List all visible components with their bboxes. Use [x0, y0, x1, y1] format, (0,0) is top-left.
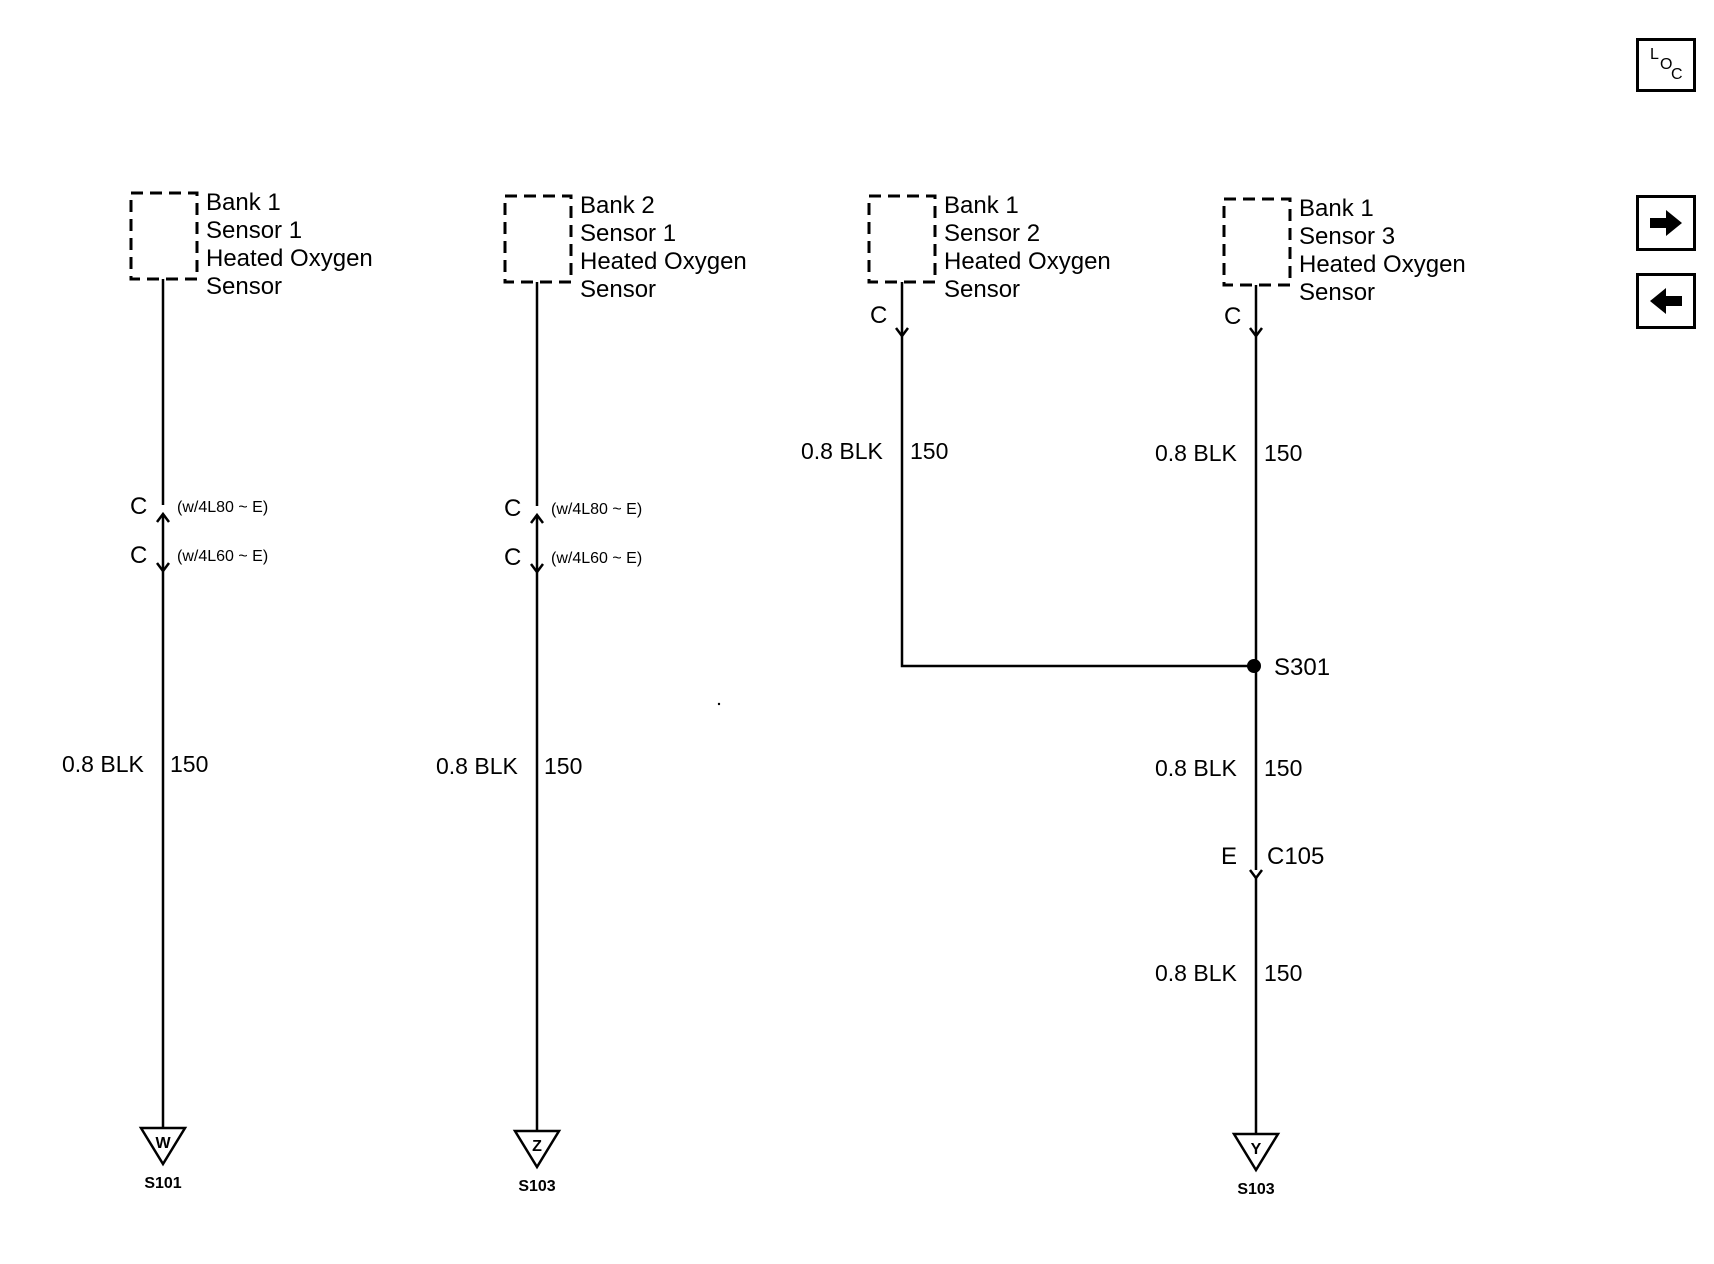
ground-w: W S101: [138, 1126, 188, 1192]
connector-option-label: (w/4L60 ~ E): [551, 550, 642, 567]
ground-id: S103: [1237, 1181, 1274, 1198]
splice-s301: S301: [1247, 654, 1330, 681]
connector-down-chevron: [1249, 869, 1263, 881]
sensor-label-line: Sensor 1: [580, 220, 676, 247]
connector-option-label: (w/4L60 ~ E): [177, 548, 268, 565]
connector-pin-label: C: [504, 495, 521, 522]
sensor-label-line: Sensor: [206, 273, 282, 300]
ground-z: Z S103: [512, 1129, 562, 1195]
connector-pin-label: C: [130, 493, 147, 520]
previous-page-button[interactable]: [1636, 273, 1696, 329]
sensor-box: [503, 194, 573, 284]
connector-pin-label: C: [1224, 303, 1241, 330]
wire-circuit-number: 150: [1264, 960, 1302, 986]
ground-y: Y S103: [1231, 1132, 1281, 1198]
wire-circuit-number: 150: [910, 438, 948, 464]
loc-letter-l: L: [1650, 46, 1659, 63]
connector-pin-label: C: [504, 544, 521, 571]
sensor-label-line: Bank 2: [580, 192, 655, 219]
connector-pin-label: E: [1221, 843, 1237, 870]
connector-pin-label: C: [870, 302, 887, 329]
connector-c: C: [1224, 285, 1263, 339]
sensor-b1s2: Bank 1 Sensor 2 Heated Oxygen Sensor: [867, 192, 1111, 303]
loc-icon: L O C: [1646, 45, 1686, 85]
stray-dot: [717, 702, 721, 706]
sensor-label-line: Sensor 1: [206, 217, 302, 244]
wire-segment: [900, 336, 1253, 668]
sensor-label-line: Heated Oxygen: [944, 248, 1111, 275]
sensor-label-line: Sensor: [580, 276, 656, 303]
ground-letter: Z: [532, 1138, 542, 1155]
ground-letter: Y: [1251, 1141, 1262, 1158]
loc-button[interactable]: L O C: [1636, 38, 1696, 92]
sensor-label-line: Heated Oxygen: [206, 245, 373, 272]
sensor-label-line: Sensor: [944, 276, 1020, 303]
sensor-box: [867, 194, 937, 284]
sensor-b2s1: Bank 2 Sensor 1 Heated Oxygen Sensor: [503, 192, 747, 303]
inline-connector-c: C (w/4L80 ~ E) C (w/4L60 ~ E): [504, 495, 642, 575]
wire-gauge-color: 0.8 BLK: [1155, 960, 1237, 986]
sensor-label-line: Sensor 2: [944, 220, 1040, 247]
ground-triangle: [138, 1126, 188, 1167]
sensor-b1s3: Bank 1 Sensor 3 Heated Oxygen Sensor: [1222, 195, 1466, 306]
connector-pin-label: C: [130, 542, 147, 569]
sensor-label-line: Bank 1: [944, 192, 1019, 219]
splice-dot: [1247, 659, 1261, 673]
wire-circuit-number: 150: [1264, 755, 1302, 781]
sensor-label-line: Sensor 3: [1299, 223, 1395, 250]
loc-letter-o: O: [1660, 56, 1673, 73]
sensor-label-line: Sensor: [1299, 279, 1375, 306]
wire-circuit-number: 150: [544, 753, 582, 779]
sensor-box: [129, 191, 199, 281]
ground-id: S101: [144, 1175, 181, 1192]
sensor-b1s1: Bank 1 Sensor 1 Heated Oxygen Sensor: [129, 189, 373, 300]
connector-id-label: C105: [1267, 843, 1324, 870]
sensor-label-line: Heated Oxygen: [1299, 251, 1466, 278]
wire-gauge-color: 0.8 BLK: [1155, 440, 1237, 466]
splice-label: S301: [1274, 654, 1330, 681]
wire-gauge-color: 0.8 BLK: [436, 753, 518, 779]
inline-connector-c: C (w/4L80 ~ E) C (w/4L60 ~ E): [130, 493, 268, 574]
sensor-label-line: Bank 1: [206, 189, 281, 216]
wire-circuit-number: 150: [170, 751, 208, 777]
ground-triangle: [512, 1129, 562, 1170]
sensor-box: [1222, 197, 1292, 287]
sensor-label-line: Bank 1: [1299, 195, 1374, 222]
wire-gauge-color: 0.8 BLK: [62, 751, 144, 777]
ground-letter: W: [155, 1135, 171, 1152]
arrow-left-icon: [1650, 288, 1682, 314]
loc-letter-c: C: [1671, 66, 1683, 83]
connector-option-label: (w/4L80 ~ E): [551, 501, 642, 518]
arrow-right-icon: [1650, 210, 1682, 236]
wire-circuit-number: 150: [1264, 440, 1302, 466]
wire-gauge-color: 0.8 BLK: [1155, 755, 1237, 781]
connector-option-label: (w/4L80 ~ E): [177, 499, 268, 516]
next-page-button[interactable]: [1636, 195, 1696, 251]
ground-id: S103: [518, 1178, 555, 1195]
sensor-label-line: Heated Oxygen: [580, 248, 747, 275]
ground-triangle: [1231, 1132, 1281, 1173]
connector-c105: E C105: [1221, 843, 1324, 881]
connector-c: C: [870, 282, 909, 339]
wire-gauge-color: 0.8 BLK: [801, 438, 883, 464]
